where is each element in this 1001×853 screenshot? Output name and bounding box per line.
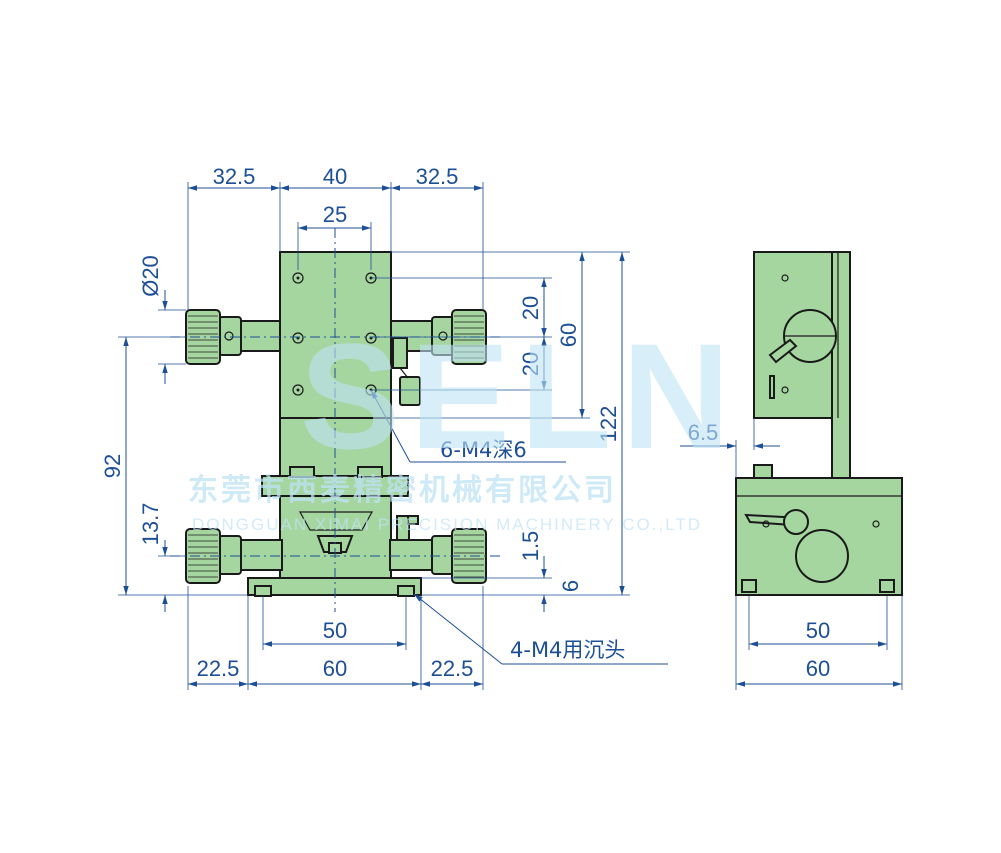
right-dimensions: 20 20 60 122 1.5 6 [371, 251, 630, 612]
side-view: 6.5 50 60 [680, 251, 903, 690]
dim-pitch-upper: 20 [518, 296, 543, 320]
lower-right-knob [389, 528, 487, 584]
knurl-lines [188, 534, 218, 578]
watermark-logo: SELN [300, 312, 740, 480]
knurl-lines [188, 315, 218, 359]
side-dimensions: 6.5 50 60 [680, 418, 903, 690]
side-nub [753, 464, 773, 480]
note-bottom-holes: 4-M4用沉头 [413, 593, 668, 665]
side-lower-knob [744, 509, 849, 583]
watermark-company-en: DONGGUAN XIMAI PRECISION MACHINERY CO.,L… [192, 515, 702, 534]
side-upper-knob [768, 309, 837, 399]
lock-lever-upper [392, 337, 421, 406]
dim-base-width: 60 [323, 656, 347, 681]
note-bottom-holes-text: 4-M4用沉头 [510, 638, 625, 662]
note-top-holes-text: 6-M4深6 [440, 438, 527, 462]
dim-bottom-right: 22.5 [431, 656, 474, 681]
top-dimensions: 32.5 40 32.5 25 [187, 164, 484, 310]
dim-pitch-lower: 20 [518, 352, 543, 376]
side-dim-width: 60 [806, 656, 830, 681]
dim-top-right: 32.5 [416, 164, 459, 189]
dim-height-13-7: 13.7 [138, 503, 163, 546]
note-top-holes: 6-M4深6 [370, 389, 566, 463]
dim-top-middle: 40 [323, 164, 347, 189]
front-view: 32.5 40 32.5 25 Ø20 92 13.7 [100, 164, 668, 690]
dim-hole-spacing: 50 [323, 618, 347, 643]
dim-top-left: 32.5 [213, 164, 256, 189]
side-column [831, 251, 851, 496]
side-dim-offset: 6.5 [688, 420, 719, 445]
dim-knob-diameter: Ø20 [138, 255, 163, 297]
watermark-company-cn: 东莞市西麦精密机械有限公司 [188, 473, 617, 508]
dim-height-92: 92 [100, 454, 125, 478]
knurl-lines [454, 315, 484, 359]
upper-left-knob [185, 309, 283, 365]
left-dimensions: Ø20 92 13.7 [100, 255, 248, 612]
watermark: SELN 东莞市西麦精密机械有限公司 DONGGUAN XIMAI PRECIS… [188, 312, 740, 534]
dim-total-height: 122 [596, 406, 621, 443]
knurl-lines [454, 534, 484, 578]
dim-bottom-left: 22.5 [197, 656, 240, 681]
dim-top-inner: 25 [323, 202, 347, 227]
bottom-dimensions: 50 22.5 60 22.5 [187, 586, 484, 690]
dim-base: 6 [558, 580, 583, 592]
side-dim-hole-spacing: 50 [806, 618, 830, 643]
dim-gap: 1.5 [518, 531, 543, 562]
dim-top-span: 60 [556, 323, 581, 347]
